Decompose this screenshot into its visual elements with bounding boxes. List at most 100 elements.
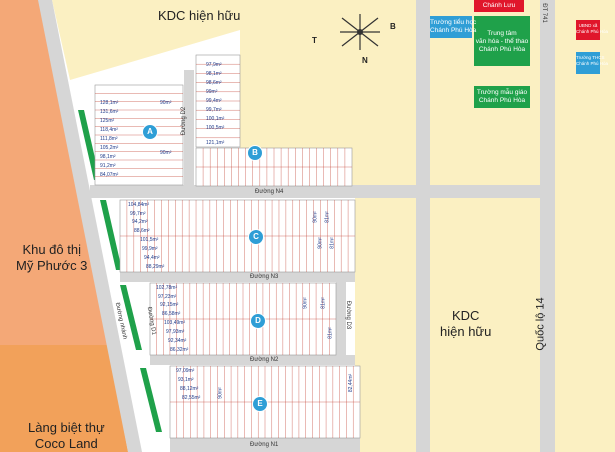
block-d-area-8: 90m²: [302, 297, 309, 309]
road-d2: [184, 70, 194, 188]
green-strip-2: [100, 200, 122, 270]
road-quoc-lo-14: [540, 0, 555, 452]
truong-mau-giao-label: Trường mẫu giáo Chánh Phú Hòa: [476, 89, 528, 104]
block-d-area-1: 97,23m²: [158, 294, 177, 300]
truong-thcs-box: [576, 52, 600, 74]
block-c-area-4: 101,5m²: [140, 237, 159, 243]
block-a-area-5: 99,7m²: [206, 107, 222, 113]
green-strip-1: [78, 110, 100, 180]
block-d-area-9: 81m²: [320, 297, 327, 309]
block-a-area-18: 90m²: [160, 100, 172, 106]
block-c-area-8: 90m²: [312, 211, 319, 223]
block-a-area-8: 121,1m²: [206, 140, 225, 146]
kdc-top-label: KDC hiện hữu: [158, 8, 241, 23]
road-label-n4: Đường N4: [255, 189, 284, 195]
block-badge-d: D: [250, 313, 266, 329]
block-d-area-10: 81m²: [327, 327, 334, 339]
road-vertical-mid: [416, 0, 430, 452]
chanh-luu-box: [474, 0, 524, 12]
road-label-ql14: Quốc lộ 14: [534, 297, 547, 351]
coco-land-label: Làng biệt thự Coco Land: [28, 420, 105, 451]
block-a-area-9: 128,1m²: [100, 100, 119, 106]
truong-tieu-hoc-label: Trường tiểu học Chánh Phú Hòa: [430, 19, 477, 34]
trung-tam-box: [474, 16, 530, 66]
road-n3: [120, 272, 355, 282]
block-badge-a: A: [142, 124, 158, 140]
block-c-area-5: 99,9m²: [142, 246, 158, 252]
block-d-area-3: 86,58m²: [162, 311, 181, 317]
road-n2: [150, 355, 355, 365]
road-label-d3: Đường D3: [345, 300, 352, 330]
green-strip-3: [120, 285, 142, 350]
block-e-area-1: 93,1m²: [178, 377, 194, 383]
block-a-area-3: 99m²: [206, 89, 218, 95]
block-c-area-11: 81m²: [329, 237, 336, 249]
block-a-area-4: 99,4m²: [206, 98, 222, 104]
road-label-n2: Đường N2: [250, 357, 279, 363]
block-c-area-2: 94,2m²: [132, 219, 148, 225]
block-c-area-0: 104,84m²: [128, 202, 150, 208]
block-d-area-2: 92,15m²: [160, 302, 179, 308]
khu-do-thi-zone: [0, 0, 128, 452]
ubnd-label: UBND xã Chánh Phú Hòa: [576, 23, 608, 34]
khu-do-thi-label: Khu đô thị Mỹ Phước 3: [16, 242, 88, 273]
block-a-area-14: 105,2m²: [100, 145, 119, 151]
lot-blocks: [94, 54, 361, 439]
block-d-area-7: 86,32m²: [170, 347, 189, 353]
road-n1: [170, 438, 360, 452]
road-d3: [336, 282, 346, 355]
block-a-area-10: 131,6m²: [100, 109, 119, 115]
block-a-area-0: 97,9m²: [206, 62, 222, 68]
kdc-right-zone: [355, 198, 540, 452]
trung-tam-label: Trung tâm văn hóa - thể thao Chánh Phú H…: [475, 30, 529, 53]
green-strip-4: [140, 368, 162, 432]
truong-thcs-label: Trường THCS Chánh Phú Hòa: [576, 55, 608, 66]
road-label-d2: Đường D2: [181, 106, 188, 136]
block-a-area-6: 100,1m²: [206, 116, 225, 122]
block-e-area-2: 88,12m²: [180, 386, 199, 392]
road-label-n3: Đường N3: [250, 274, 279, 280]
compass-n: N: [362, 56, 368, 65]
kdc-right-label: KDC hiện hữu: [440, 308, 492, 339]
block-c-area-10: 81m²: [324, 211, 331, 223]
strip-right-zone: [555, 0, 615, 452]
block-c-area-7: 88,29m²: [146, 264, 165, 270]
block-badge-c: C: [248, 229, 264, 245]
block-c-area-9: 90m²: [317, 237, 324, 249]
block-a-area-19: 90m²: [160, 150, 172, 156]
block-d-area-4: 103,49m²: [164, 320, 186, 326]
block-c-area-3: 88,6m²: [134, 228, 150, 234]
block-d-area-5: 97,93m²: [166, 329, 185, 335]
block-a-area-2: 98,6m²: [206, 80, 222, 86]
coco-land-zone: [0, 345, 128, 452]
block-d-area-0: 102,78m²: [156, 285, 178, 291]
chanh-luu-label: Chánh Lưu: [482, 2, 516, 9]
block-c-area-6: 94,4m²: [144, 255, 160, 261]
block-a-area-15: 98,1m²: [100, 154, 116, 160]
block-a-area-7: 100,5m²: [206, 125, 225, 131]
block-c-area-1: 99,7m²: [130, 211, 146, 217]
block-a-area-13: 111,8m²: [100, 136, 118, 142]
compass-t: T: [312, 36, 317, 45]
compass-b: B: [390, 22, 396, 31]
truong-mau-giao-box: [474, 86, 530, 108]
road-diagonal: [38, 0, 142, 452]
block-e-area-0: 97,09m²: [176, 368, 195, 374]
ubnd-box: [576, 20, 600, 40]
road-n4: [90, 185, 555, 198]
block-a-area-17: 84,07m²: [100, 172, 119, 178]
block-badge-b: B: [247, 145, 263, 161]
road-label-n1: Đường N1: [250, 442, 279, 448]
block-badge-e: E: [252, 396, 268, 412]
block-e-area-5: 82,44m²: [348, 373, 355, 393]
block-a-area-11: 125m²: [100, 118, 115, 124]
block-e-area-4: 90m²: [217, 387, 224, 399]
block-a-area-16: 91,2m²: [100, 163, 116, 169]
truong-tieu-hoc-box: [430, 16, 472, 38]
block-a-area-12: 118,4m²: [100, 127, 118, 133]
road-label-dt741: ĐT 741: [540, 3, 547, 23]
block-a-area-1: 98,1m²: [206, 71, 222, 77]
compass-icon: [340, 14, 380, 50]
